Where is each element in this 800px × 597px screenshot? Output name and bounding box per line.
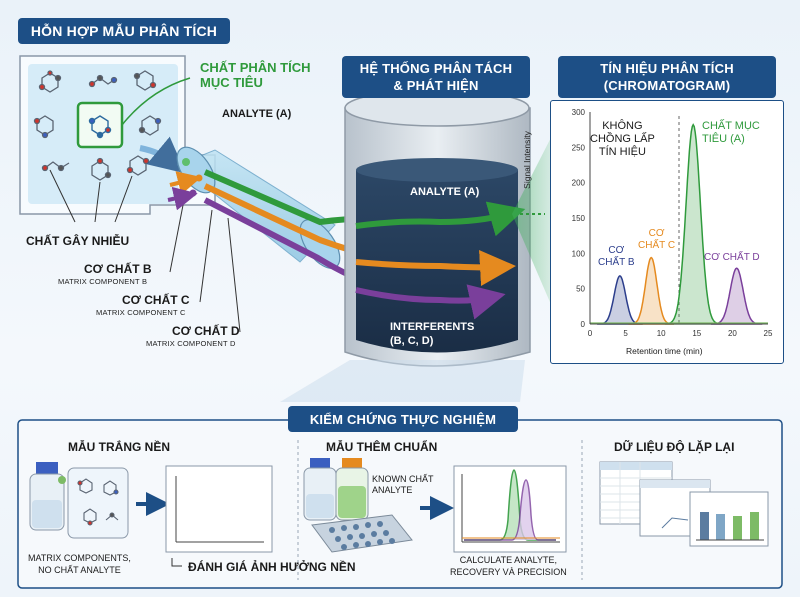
y-tick-label: 200 <box>572 179 586 188</box>
x-tick-label: 25 <box>764 329 773 338</box>
y-tick-label: 300 <box>572 108 586 117</box>
repeat-title: DỮ LIỆU ĐỘ LẶP LẠI <box>614 440 735 454</box>
x-tick-label: 20 <box>728 329 737 338</box>
analyte-a-label: ANALYTE (A) <box>222 108 292 120</box>
blank-title: MẪU TRẮNG NỀN <box>68 440 170 454</box>
spike-title: MẪU THÊM CHUẨN <box>326 440 438 454</box>
spike-vials <box>303 458 369 521</box>
blank-caption: MATRIX COMPONENTS, NO CHẤT ANALYTE <box>28 553 131 575</box>
peak-2 <box>664 123 722 325</box>
repeatability-tables <box>599 461 769 547</box>
y-tick-label: 0 <box>581 320 586 329</box>
series-label-d: CƠ CHẤT D <box>704 252 760 263</box>
no-overlap-label: KHÔNG CHỒNG LẤP TÍN HIỆU <box>590 120 655 158</box>
well-plate <box>311 514 413 553</box>
molecule-cluster <box>33 70 162 181</box>
x-tick-label: 5 <box>623 329 628 338</box>
spike-caption: CALCULATE ANALYTE, RECOVERY VÀ PRECISION <box>450 555 567 577</box>
y-tick-label: 100 <box>572 249 586 258</box>
series-label-c: CƠ CHẤT C <box>638 228 676 251</box>
target-analyte-label: CHẤT PHÂN TÍCH MỤC TIÊU <box>200 60 311 90</box>
series-label-b: CƠ CHẤT B <box>598 245 635 268</box>
x-tick-label: 10 <box>657 329 666 338</box>
matrix-effect-label: ĐÁNH GIÁ ẢNH HƯỞNG NỀN <box>188 560 356 574</box>
x-tick-label: 0 <box>588 329 593 338</box>
blank-vial <box>29 462 65 531</box>
chart-xlabel: Retention time (min) <box>626 346 703 356</box>
compound-d-label: CƠ CHẤT D <box>172 324 240 338</box>
compound-d-sub: MATRIX COMPONENT D <box>146 339 236 348</box>
signal-header: TÍN HIỆU PHÂN TÍCH (CHROMATOGRAM) <box>558 56 776 98</box>
tank-interferents-label: INTERFERENTS (B, C, D) <box>390 321 475 347</box>
compound-b-sub: MATRIX COMPONENT B <box>58 277 148 286</box>
y-tick-label: 50 <box>576 285 585 294</box>
series-label-a: CHẤT MỤC TIÊU (A) <box>702 120 760 145</box>
compound-c-sub: MATRIX COMPONENT C <box>96 308 186 317</box>
known-analyte-label: KNOWN CHẤT ANALYTE <box>372 474 434 495</box>
compound-b-label: CƠ CHẤT B <box>84 262 152 276</box>
chromatogram-chart: 0 50 100 150 200 250 300 0 5 10 15 20 25 <box>572 108 773 338</box>
x-tick-label: 15 <box>692 329 701 338</box>
sample-mixture-header: HỖN HỢP MẪU PHÂN TÍCH <box>18 18 230 44</box>
tank-analyte-label: ANALYTE (A) <box>410 186 480 198</box>
interferents-label: CHẤT GÂY NHIỄU <box>26 234 130 248</box>
validation-header: KIỂM CHỨNG THỰC NGHIỆM <box>288 406 518 432</box>
y-tick-label: 150 <box>572 214 586 223</box>
system-header: HỆ THỐNG PHÂN TÁCH & PHÁT HIỆN <box>342 56 530 98</box>
y-tick-label: 250 <box>572 143 586 152</box>
chromatogram-panel <box>550 100 784 364</box>
compound-c-label: CƠ CHẤT C <box>122 293 190 307</box>
